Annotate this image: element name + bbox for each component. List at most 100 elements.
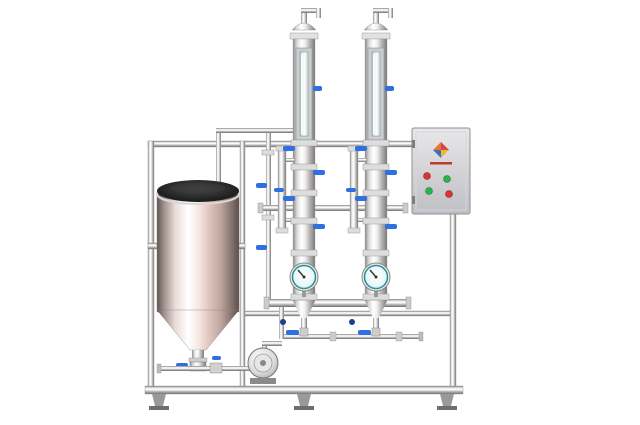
pipe-union [329, 331, 337, 342]
foot-pad [437, 406, 457, 410]
gauge-stem [374, 289, 378, 297]
valve-handle-blue [313, 170, 325, 175]
clamp-ring [290, 189, 318, 197]
pressure-gauge-1 [289, 262, 319, 297]
sight-glass [299, 51, 309, 137]
clamp-ring [188, 357, 208, 363]
pipe-end-cap [418, 331, 424, 342]
bypass-elbow [266, 128, 293, 133]
column-top-drop [388, 8, 393, 18]
flange [263, 296, 270, 310]
valve-handle-blue [346, 188, 356, 192]
logo-triangle-left [433, 142, 441, 150]
lower-manifold-pipe [268, 299, 408, 307]
panel-enclosure [411, 127, 471, 215]
suction-valve [209, 362, 223, 374]
logo-triangle-top [441, 142, 449, 150]
indicator-light-green [425, 187, 433, 195]
valve-handle-blue [385, 224, 397, 229]
valve-handle-blue [212, 356, 221, 360]
drain-pipe [284, 334, 422, 339]
column-top-drop [316, 8, 321, 18]
pump-outlet-jog [262, 341, 282, 346]
logo-triangle-right [441, 150, 449, 158]
clamp-ring [261, 214, 275, 221]
indicator-light-red [445, 190, 453, 198]
column-bottom-stub [301, 318, 307, 330]
panel-door-seam [415, 131, 467, 211]
valve-handle-blue [355, 196, 367, 201]
ball-valve-knob [349, 319, 355, 325]
column-cap [291, 22, 317, 31]
column-top-elbow [301, 8, 319, 13]
column-bottom-cone [365, 301, 387, 318]
tank-lid-highlight [170, 183, 226, 193]
foot-pad [149, 406, 169, 410]
valve-handle-blue [274, 188, 284, 192]
upper-manifold [257, 202, 409, 214]
glass-highlight [373, 54, 375, 134]
tank-cone [156, 309, 240, 351]
column-bottom-stub [373, 318, 379, 330]
cross-stub [358, 218, 366, 222]
clamp-ring [361, 32, 391, 40]
valve-handle-blue [313, 86, 322, 91]
panel-indicator-lights [423, 172, 453, 198]
indicator-light-red [423, 172, 431, 180]
gauge-needle [297, 269, 305, 278]
drain-valve [371, 327, 381, 337]
column-top-elbow [373, 8, 391, 13]
pressure-gauge-2 [361, 262, 391, 297]
gauge-pivot [302, 275, 306, 279]
clamp-ring [261, 149, 275, 156]
membrane-column-2 [346, 8, 397, 337]
flange [405, 296, 412, 310]
valve-handle-blue [385, 86, 394, 91]
valve-handle-blue [313, 224, 325, 229]
clamp-ring [275, 227, 289, 234]
column-cap [363, 22, 389, 31]
valve-handle-blue [286, 330, 299, 335]
valve-handle-blue [355, 146, 367, 151]
foot [440, 394, 454, 406]
frame-mid-post [239, 140, 246, 389]
flange [402, 202, 409, 214]
feed-riser-pipe [216, 128, 221, 190]
cross-stub [286, 158, 294, 162]
feed-tank [156, 180, 240, 372]
clamp-ring [347, 227, 361, 234]
column-top-stub [301, 8, 307, 24]
clamp-ring [290, 217, 318, 225]
drain-valve [299, 327, 309, 337]
pump-hub [260, 360, 266, 366]
indicator-light-green [443, 175, 451, 183]
valve-handle-blue [256, 183, 267, 188]
clamp-ring [362, 189, 390, 197]
valve-handle-blue [256, 245, 267, 250]
logo-triangle-bottom [433, 150, 441, 158]
pipe-end-cap [156, 363, 162, 374]
control-panel [411, 127, 471, 215]
clamp-ring [290, 249, 318, 257]
cross-stub [286, 218, 294, 222]
foot [297, 394, 311, 406]
gauge-pivot [374, 275, 378, 279]
cross-stub [358, 158, 366, 162]
glass-highlight [301, 54, 303, 134]
feed-line [216, 128, 271, 190]
clamp-ring [362, 217, 390, 225]
valve-handle-blue [385, 170, 397, 175]
pipe-union [395, 331, 403, 342]
panel-brand-mark [430, 162, 452, 165]
membrane-column-1 [274, 8, 325, 337]
clamp-ring [362, 249, 390, 257]
foot [152, 394, 166, 406]
bypass-line [256, 128, 293, 306]
panel-hinge [412, 140, 415, 148]
frame-rear-rail [244, 310, 451, 317]
pump-base [250, 378, 276, 384]
column-bottom-cone [293, 301, 315, 318]
clamp-ring [362, 139, 390, 147]
